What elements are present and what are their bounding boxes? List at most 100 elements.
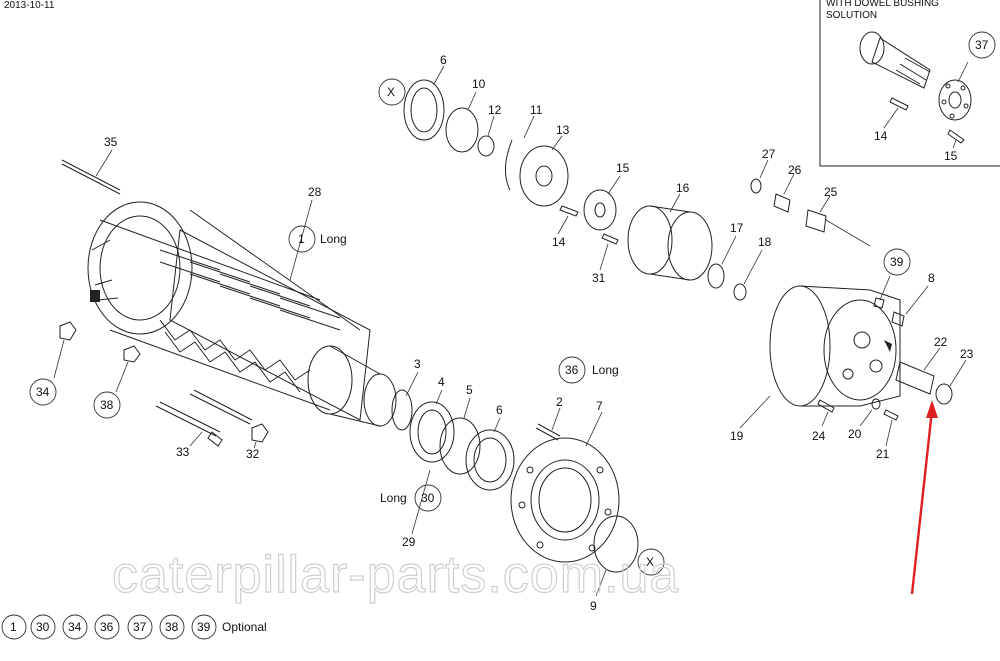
bolt-31 <box>601 233 619 245</box>
plug-39 <box>873 297 885 309</box>
label-25: 25 <box>824 185 838 199</box>
bolt-33b <box>189 389 253 425</box>
legend-item-36: 36 <box>100 620 114 634</box>
label-18: 18 <box>758 235 772 249</box>
bolt-21 <box>883 409 899 421</box>
label-28: 28 <box>308 185 322 199</box>
race-5 <box>439 417 481 475</box>
ring-gear-16 <box>627 205 713 281</box>
label-14: 14 <box>552 235 566 249</box>
label-24: 24 <box>812 429 826 443</box>
label-5: 5 <box>466 383 473 397</box>
inset-shaft-flange <box>859 31 885 65</box>
label-27: 27 <box>762 147 776 161</box>
label-6b: 6 <box>496 403 503 417</box>
ring-17 <box>707 263 725 289</box>
label-20: 20 <box>848 427 862 441</box>
label-34: 34 <box>36 385 50 399</box>
legend-item-1: 1 <box>10 620 17 634</box>
plate-15 <box>583 189 617 231</box>
label-16: 16 <box>676 181 690 195</box>
inset-title-line1: WITH DOWEL BUSHING <box>826 0 939 9</box>
label-1-note: Long <box>320 232 347 246</box>
inset-bolt-14 <box>889 97 909 111</box>
bolt-24 <box>817 399 835 413</box>
washer-20 <box>871 398 881 410</box>
label-31: 31 <box>592 271 606 285</box>
label-32: 32 <box>246 447 260 461</box>
stud-35 <box>61 159 121 195</box>
plug-8 <box>891 311 905 327</box>
plug-22 <box>895 361 935 395</box>
label-13: 13 <box>556 123 570 137</box>
label-30-note: Long <box>380 491 407 505</box>
label-22: 22 <box>934 335 948 349</box>
inset-shaft <box>871 37 931 89</box>
label-36-note: Long <box>592 363 619 377</box>
legend-item-37: 37 <box>133 620 147 634</box>
label-26: 26 <box>788 163 802 177</box>
pin-14 <box>559 205 579 217</box>
header-date: 2013-10-11 <box>4 0 55 11</box>
seal-3 <box>391 389 413 431</box>
inset-label-37: 37 <box>975 38 989 52</box>
housing-28 <box>87 201 397 427</box>
label-7: 7 <box>596 399 603 413</box>
legend-optional: 1 30 34 36 37 38 39 Optional <box>1 614 267 640</box>
legend-item-39: 39 <box>197 620 211 634</box>
label-35: 35 <box>104 135 118 149</box>
red-arrow <box>910 400 938 595</box>
label-x-upper: X <box>387 85 395 99</box>
label-1: 1 <box>298 232 305 246</box>
label-9: 9 <box>590 599 597 613</box>
nut-32 <box>251 423 269 443</box>
label-8: 8 <box>928 271 935 285</box>
bearing-6-lower <box>465 429 515 491</box>
label-36: 36 <box>565 363 579 377</box>
label-29: 29 <box>402 535 416 549</box>
washer-27 <box>750 178 762 194</box>
label-23: 23 <box>960 347 974 361</box>
legend-item-30: 30 <box>36 620 50 634</box>
legend-item-38: 38 <box>165 620 179 634</box>
label-39: 39 <box>890 255 904 269</box>
label-4: 4 <box>438 375 445 389</box>
bolt-33a <box>155 401 221 437</box>
gear-13 <box>519 145 569 207</box>
label-x-lower: X <box>646 555 654 569</box>
retainer-11 <box>505 139 513 191</box>
inset-bushing-plate <box>938 79 972 121</box>
inset-bolt-15 <box>947 129 965 144</box>
inset-dowel-bushing: WITH DOWEL BUSHING SOLUTION 37 14 15 <box>819 0 1000 167</box>
label-11: 11 <box>530 103 543 117</box>
label-38: 38 <box>100 398 114 412</box>
label-17: 17 <box>730 221 744 235</box>
ring-10 <box>445 107 479 153</box>
hub-7 <box>510 437 620 563</box>
label-33: 33 <box>176 445 190 459</box>
label-2: 2 <box>556 395 563 409</box>
label-15: 15 <box>616 161 630 175</box>
gear-25 <box>805 209 827 233</box>
inset-title-line2: SOLUTION <box>826 10 877 21</box>
label-6a: 6 <box>440 53 447 67</box>
label-30: 30 <box>421 491 435 505</box>
inset-label-14: 14 <box>874 129 888 143</box>
label-21: 21 <box>876 447 890 461</box>
inset-label-15: 15 <box>944 149 958 163</box>
washer-18 <box>733 283 747 301</box>
nut-34 <box>59 321 77 341</box>
legend-item-34: 34 <box>68 620 82 634</box>
stud-2 <box>535 423 561 441</box>
label-3: 3 <box>414 357 421 371</box>
bearing-6-upper <box>403 79 445 141</box>
ring-12 <box>477 135 495 157</box>
label-12: 12 <box>488 103 502 117</box>
carrier-19 <box>769 285 901 407</box>
bearing-26 <box>773 193 791 213</box>
legend-optional-text: Optional <box>222 620 267 634</box>
bearing-4 <box>409 401 455 463</box>
label-10: 10 <box>472 77 486 91</box>
